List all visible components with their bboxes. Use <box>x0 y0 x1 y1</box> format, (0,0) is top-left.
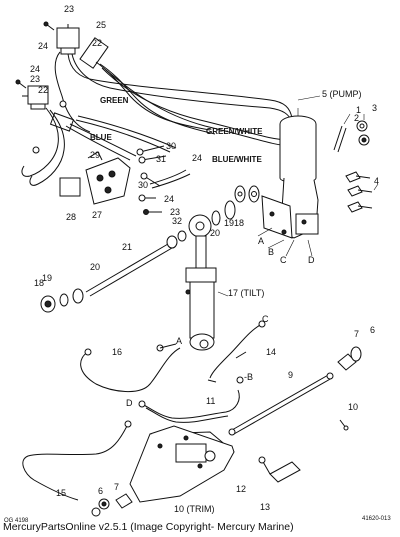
callout-13: 13 <box>260 502 270 512</box>
callout-numbers: 23 24 25 24 23 22 22 29 30 31 24 30 24 2… <box>30 4 379 512</box>
part-labels: 5 (PUMP) 17 (TILT) 10 (TRIM) GREEN BLUE … <box>4 89 391 524</box>
callout-6: 6 <box>370 325 375 335</box>
callout-30: 30 <box>138 180 148 190</box>
callout-7: 7 <box>354 329 359 339</box>
callout-26: 25 <box>96 20 106 30</box>
callout-18: 18 <box>34 278 44 288</box>
og-reference: OG 4198 <box>4 518 29 524</box>
callout-4: 4 <box>374 176 379 186</box>
callout-21: 21 <box>122 242 132 252</box>
callout-30: 30 <box>166 141 176 151</box>
line-a-label: A <box>176 336 182 346</box>
port-a-label: A <box>258 236 264 246</box>
callout-18: 18 <box>234 218 244 228</box>
copyright-footer: MercuryPartsOnline v2.5.1 (Image Copyrig… <box>3 521 294 533</box>
callout-3: 3 <box>372 103 377 113</box>
callout-1: 1 <box>356 105 361 115</box>
port-b-label: B <box>268 247 274 257</box>
leader-lines <box>217 95 379 297</box>
tilt-cylinder <box>40 185 260 351</box>
callout-23: 23 <box>170 207 180 217</box>
callout-31: 31 <box>156 154 166 164</box>
callout-12: 12 <box>236 484 246 494</box>
callout-24: 24 <box>164 194 174 204</box>
pump-assembly <box>261 108 319 239</box>
callout-7: 7 <box>114 482 119 492</box>
callout-20: 20 <box>90 262 100 272</box>
green-white-wire-label: GREEN/WHITE <box>206 127 263 136</box>
callout-11: 11 <box>206 396 215 406</box>
trim-label: 10 (TRIM) <box>174 504 215 514</box>
callout-23: 23 <box>64 4 74 14</box>
callout-25: 24 <box>192 153 202 163</box>
line-d-label: D <box>126 398 133 408</box>
port-d-label: D <box>308 255 315 265</box>
figure-reference: 41620-013 <box>362 516 391 522</box>
tilt-label: 17 (TILT) <box>228 288 264 298</box>
green-wire-label: GREEN <box>100 96 129 105</box>
callout-9: 10 <box>348 402 358 412</box>
hydraulic-lines <box>22 320 362 501</box>
callout-19: 19 <box>224 218 234 228</box>
callout-24: 24 <box>38 41 48 51</box>
callout-2: 2 <box>354 113 359 123</box>
callout-23: 23 <box>30 74 40 84</box>
callout-22: 22 <box>38 85 48 95</box>
pump-label: 5 (PUMP) <box>322 89 362 99</box>
callout-20: 20 <box>210 228 220 238</box>
callout-24: 24 <box>30 64 40 74</box>
callout-6: 6 <box>98 486 103 496</box>
callout-19: 19 <box>42 273 52 283</box>
callout-22: 22 <box>92 38 102 48</box>
trim-cylinder <box>91 425 235 517</box>
callout-28: 28 <box>66 212 76 222</box>
line-b-label: -B <box>244 372 253 382</box>
line-c-label: C <box>262 314 269 324</box>
callout-14: 14 <box>266 347 276 357</box>
callout-27: 27 <box>92 210 102 220</box>
callout-29: 29 <box>90 150 100 160</box>
callout-16: 16 <box>112 347 122 357</box>
callout-32: 32 <box>172 216 182 226</box>
relay-harness-assembly <box>15 21 293 215</box>
callout-8: 9 <box>288 370 293 380</box>
callout-15: 15 <box>56 488 66 498</box>
blue-wire-label: BLUE <box>90 133 112 142</box>
port-c-label: C <box>280 255 287 265</box>
blue-white-wire-label: BLUE/WHITE <box>212 155 262 164</box>
pump-hardware <box>333 120 373 213</box>
